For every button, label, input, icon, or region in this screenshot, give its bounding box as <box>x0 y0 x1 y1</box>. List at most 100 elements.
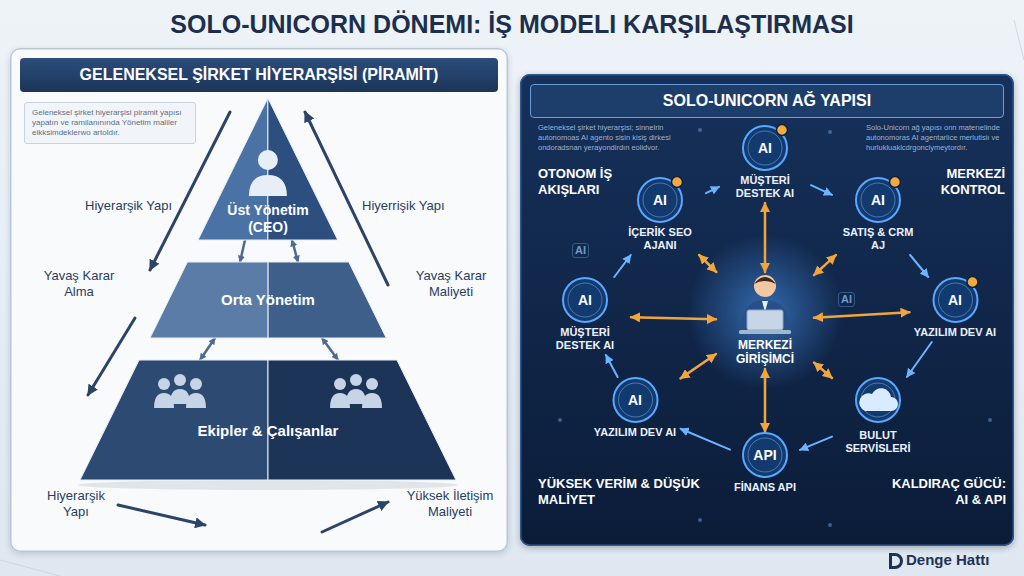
corner-label: OTONOM İŞ AKIŞLARI <box>538 166 630 198</box>
flow-arrow <box>614 255 631 277</box>
team-icon <box>186 393 206 408</box>
net-label: YAZILIM DEV AI <box>594 426 676 439</box>
icon-circle <box>613 378 657 422</box>
icon-text: AI <box>948 277 962 323</box>
note-text: Geleneksel şirket hiyerarşisi piramit ya… <box>32 108 188 138</box>
gear-badge <box>967 277 978 288</box>
faded-icon-label: AI <box>838 292 855 307</box>
comparison-panel: GELENEKSEL ŞİRKET HİYERARŞİSİ (PİRAMİT) G… <box>10 48 508 552</box>
team-icon <box>174 374 186 386</box>
flow-arrow <box>814 255 836 275</box>
dot <box>828 130 832 134</box>
flow-arrow <box>322 338 338 360</box>
side-label: Hiyerarşik Yapı <box>60 198 172 214</box>
icon-text: AI <box>758 125 772 171</box>
side-arrow <box>322 502 388 532</box>
person-head <box>754 275 776 297</box>
note-box: Geleneksel şirket hiyerarşisi piramit ya… <box>24 102 196 144</box>
icon-circle <box>743 433 787 477</box>
head-r: SOLO-UNICORN AĞ YAPISI <box>530 84 1004 118</box>
flow-arrow <box>606 355 618 377</box>
flow-arrow <box>764 203 767 272</box>
agent-node: BULUT SERVİSLERİ <box>832 377 924 458</box>
faded-icon-label: AI <box>572 243 589 258</box>
team-icon <box>158 378 170 390</box>
pyramid-face <box>268 98 338 240</box>
note-text: Solo-Unicorn ağ yapısı onn materıelinde … <box>866 123 1006 152</box>
flow-arrow <box>681 429 731 450</box>
network-line <box>0 560 60 576</box>
side-label: Yavaş Karar Alma <box>36 268 122 300</box>
side-label: Hiyerarşik Yapı <box>36 488 116 520</box>
flow-arrow <box>631 317 716 319</box>
team-icon <box>366 378 378 390</box>
pyramid-face <box>268 360 456 480</box>
net-label: İÇERİK SEO AJANI <box>618 226 702 252</box>
net-label: SATIŞ & CRM AJ <box>836 226 920 252</box>
icon-text: AI <box>578 277 592 323</box>
net-label: MÜŞTERİ DESTEK AI <box>543 326 627 352</box>
flow-arrow <box>200 338 215 360</box>
gear-badge <box>672 177 683 188</box>
side-label: Hiyerrişik Yapı <box>362 198 472 214</box>
watermark: Denge Hattı <box>906 551 989 569</box>
pyramid-shape <box>198 98 338 240</box>
agent-node: AI YAZILIM DEV AI <box>910 277 1001 342</box>
team-icon <box>190 378 202 390</box>
icon-text: API <box>753 432 776 478</box>
dot <box>558 418 562 422</box>
note-text: Geleneksel şirket hiyerarşisi; sinnelrin… <box>538 123 678 152</box>
icon-text: AI <box>653 177 667 223</box>
side-label: Yavaş Karar Maliyeti <box>404 268 498 300</box>
side-arrow <box>88 318 135 395</box>
hub-label: MERKEZİ GİRİŞİMCİ <box>720 338 810 366</box>
flow-arrow <box>699 255 716 272</box>
lvl-text: Orta Yönetim <box>221 291 315 308</box>
person-icon <box>249 175 287 196</box>
corner-label: MERKEZİ KONTROL <box>925 166 1005 198</box>
pyramid-level: Üst Yönetim (CEO) <box>198 98 338 240</box>
head-l: GELENEKSEL ŞİRKET HİYERARŞİSİ (PİRAMİT) <box>20 58 498 92</box>
gear-badge <box>777 125 788 136</box>
flow-arrow <box>681 354 717 378</box>
agent-node: API FİNANS API <box>730 432 800 497</box>
pyramid-level: Ekipler & Çalışanlar <box>80 360 456 480</box>
dot <box>698 128 702 132</box>
network-dots <box>558 128 992 527</box>
team-icon <box>362 393 382 408</box>
net-label: FİNANS API <box>734 481 796 494</box>
logo-mark <box>889 553 903 569</box>
lvl-text: Ekipler & Çalışanlar <box>198 422 339 439</box>
agent-node: AI İÇERİK SEO AJANI <box>614 177 706 255</box>
network-lines <box>0 20 1024 576</box>
team-icon <box>334 378 346 390</box>
pyramid-shadow <box>78 480 458 490</box>
pyramid-face <box>198 98 268 240</box>
side-arrow <box>150 112 230 270</box>
gear-badge <box>890 177 901 188</box>
net-label: MÜŞTERİ DESTEK AI <box>723 174 807 200</box>
flow-arrow <box>292 240 298 262</box>
founder-node: MERKEZİ GİRİŞİMCİ <box>716 272 814 369</box>
side-arrows <box>88 112 388 532</box>
flow-arrow <box>811 185 832 195</box>
cloud-icon <box>859 388 898 411</box>
dot <box>698 518 702 522</box>
pyramid-face <box>80 360 268 480</box>
corner-label: KALDIRAÇ GÜCÜ: AI & API <box>880 476 1006 508</box>
flow-arrow <box>240 240 245 262</box>
flow-arrow <box>814 312 910 318</box>
icon-text: AI <box>628 377 642 423</box>
net-label: YAZILIM DEV AI <box>914 326 996 339</box>
dot <box>828 523 832 527</box>
agent-node: AI SATIŞ & CRM AJ <box>832 177 924 255</box>
flow-arrow <box>907 342 932 377</box>
icon-text: AI <box>871 177 885 223</box>
pyramid-shape <box>80 360 456 480</box>
icon-circle <box>856 378 900 422</box>
flow-arrow <box>800 437 832 450</box>
laptop <box>739 330 791 334</box>
dot <box>988 418 992 422</box>
network-line <box>1014 20 1024 60</box>
pyramid-level: Orta Yönetim <box>150 262 386 338</box>
